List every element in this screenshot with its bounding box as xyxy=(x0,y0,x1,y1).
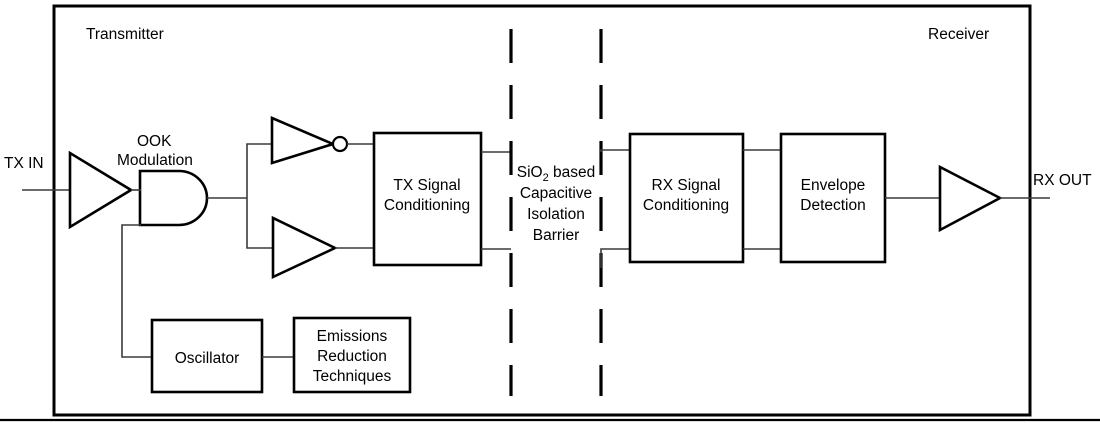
rx-signal-conditioning-label-line2: Conditioning xyxy=(643,197,729,214)
inverter-gate xyxy=(270,116,337,165)
barrier-label-line1: SiO2 based xyxy=(517,164,596,184)
envelope-detection-label-line1: Envelope xyxy=(801,177,866,194)
tx-in-port-label: TX IN xyxy=(4,155,44,172)
receiver-section-label: Receiver xyxy=(928,26,989,43)
wire-barrier-to-rx-top xyxy=(600,149,630,152)
tx-signal-conditioning-block xyxy=(372,131,483,267)
inverter-bubble-icon xyxy=(331,135,349,153)
and-gate xyxy=(138,169,209,227)
input-buffer-gate xyxy=(68,150,134,230)
rx-signal-conditioning-label-line1: RX Signal xyxy=(652,177,721,194)
transmitter-section-label: Transmitter xyxy=(86,26,164,43)
tx-signal-conditioning-label-line2: Conditioning xyxy=(384,197,470,214)
tx-signal-conditioning-label-line1: TX Signal xyxy=(393,177,460,194)
wire-split-to-buffer xyxy=(246,198,273,249)
ook-modulation-label-line1: OOK xyxy=(137,133,172,150)
barrier-label-line4: Barrier xyxy=(533,227,580,244)
barrier-label-line3: Isolation xyxy=(527,206,585,223)
wire-split-to-inverter xyxy=(246,143,272,198)
envelope-detection-block xyxy=(779,132,887,264)
output-buffer-gate xyxy=(938,164,1003,233)
emissions-reduction-block xyxy=(292,316,412,394)
rx-signal-conditioning-block xyxy=(628,132,745,264)
barrier-label-sio-prefix: SiO xyxy=(517,164,543,181)
emissions-reduction-label-line2: Reduction xyxy=(317,348,387,365)
ook-modulation-label-line2: Modulation xyxy=(117,152,193,169)
device-outline xyxy=(52,4,1032,417)
wire-barrier-to-rx-bottom xyxy=(600,248,630,268)
barrier-label-based-suffix: based xyxy=(549,164,596,181)
oscillator-block xyxy=(150,318,264,394)
envelope-detection-label-line2: Detection xyxy=(800,197,865,214)
oscillator-label: Oscillator xyxy=(175,350,240,367)
barrier-label-sio-subscript: 2 xyxy=(543,172,549,184)
emissions-reduction-label-line3: Techniques xyxy=(313,368,392,385)
wire-oscillator-to-and-gate xyxy=(121,224,152,358)
tx-buffer-gate xyxy=(271,215,339,280)
emissions-reduction-label-line1: Emissions xyxy=(317,328,388,345)
barrier-label-line2: Capacitive xyxy=(520,185,592,202)
rx-out-port-label: RX OUT xyxy=(1033,172,1092,189)
